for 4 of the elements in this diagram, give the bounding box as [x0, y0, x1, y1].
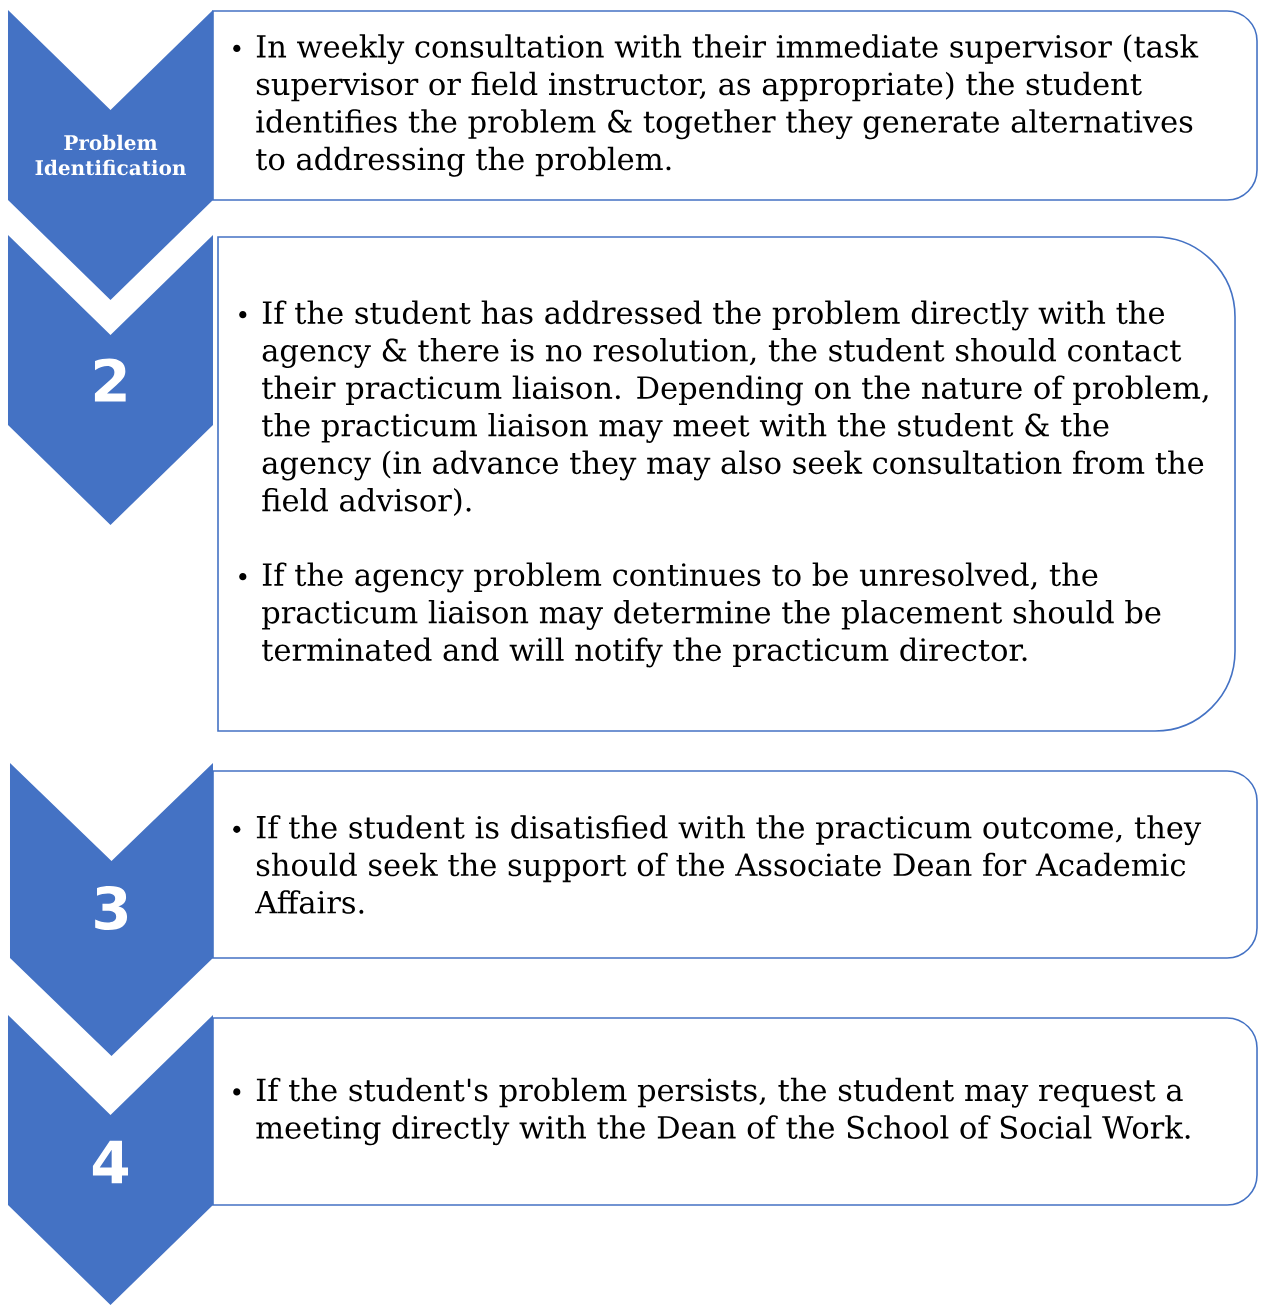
text-box: If the student is disatisfied with the practicum outcome, they should seek the support of the Associate Dean for Academic Affairs. — [212, 770, 1258, 959]
text-box: If the student's problem persists, the student may request a meeting directly with the Dean of the School of Social Work. — [212, 1017, 1258, 1206]
text-box: In weekly consultation with their immediate supervisor (task supervisor or field instructor, as appropriate) the student identifies the problem & together they generate alternatives to addressing the problem. — [212, 10, 1258, 201]
text-box: If the student has addressed the problem directly with the agency & there is no resolution, the student should contact their practicum liaison. Depending on the nature of problem, the practicum liaison may meet with the student & the agency (in advance they may also seek consultation from the field advisor). If the agency problem continues to be unresolved, the practicum liaison may determine the placement should be terminated and will notify the practicum director. — [217, 236, 1236, 732]
